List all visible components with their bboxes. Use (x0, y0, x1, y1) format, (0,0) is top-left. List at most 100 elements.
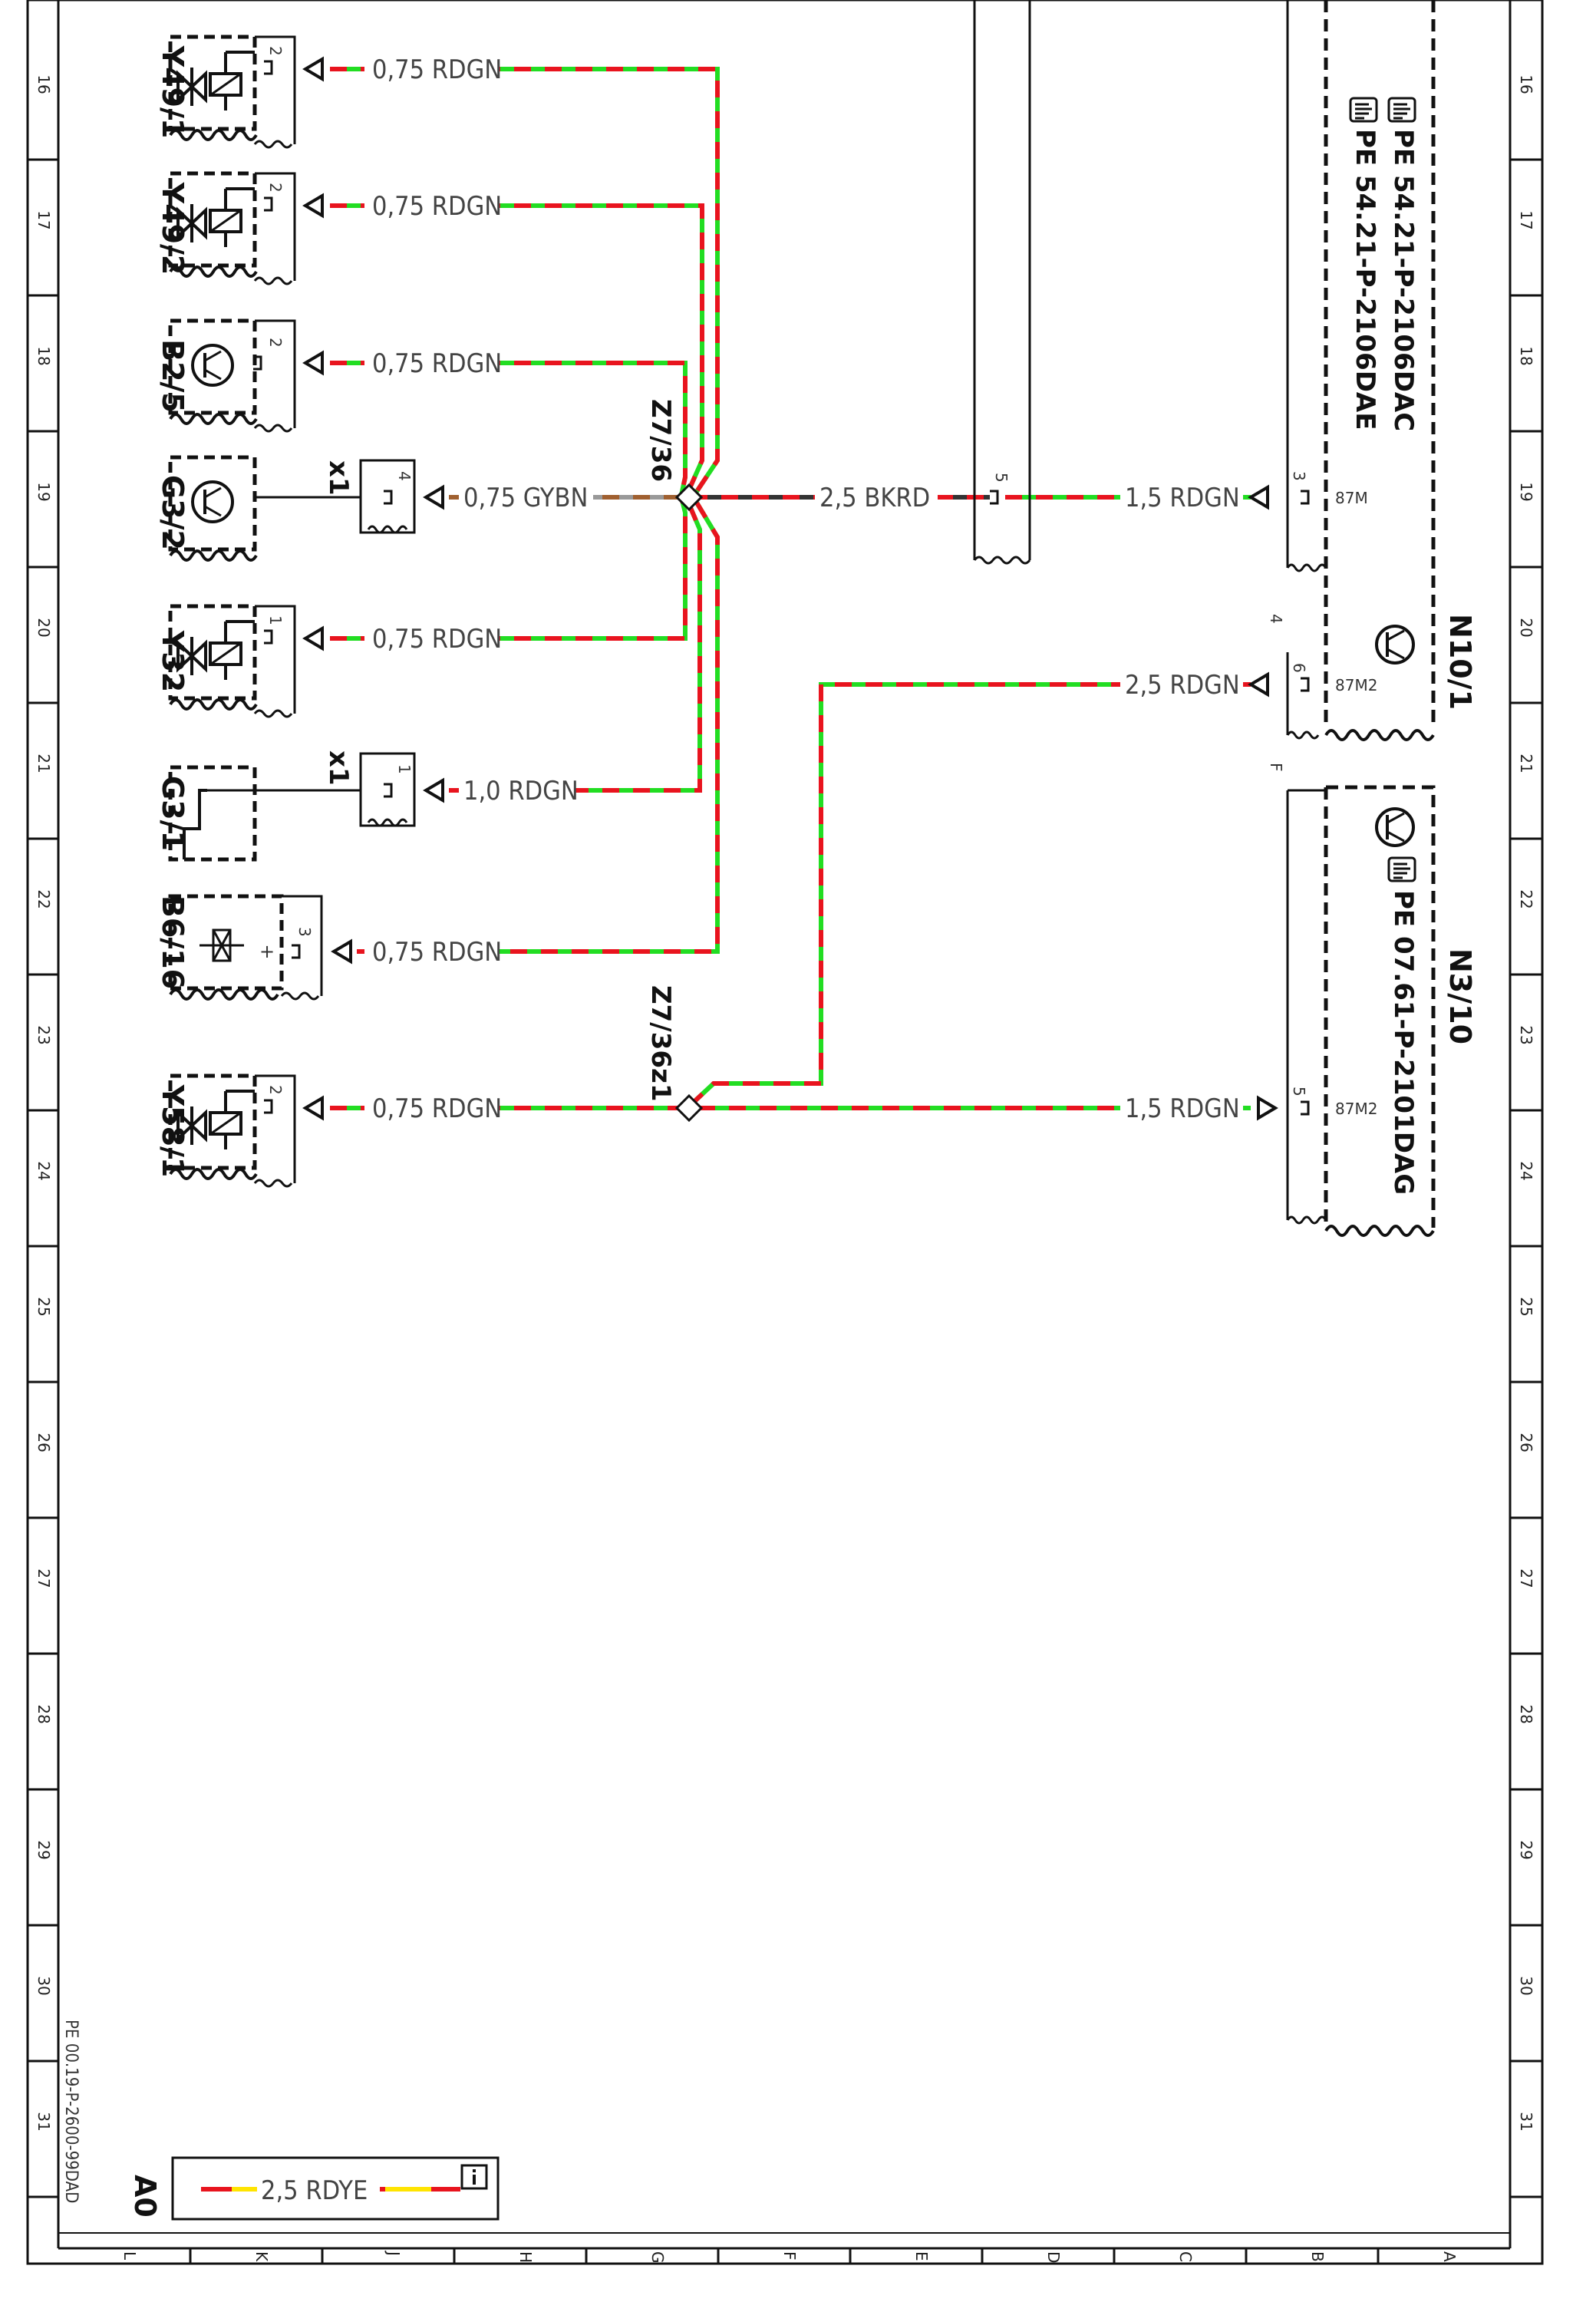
row-number: 27 (1517, 1568, 1535, 1588)
splice-z7-36z1[interactable]: Z7/36z1 (645, 985, 704, 1123)
row-number: 21 (35, 754, 53, 773)
row-number: 18 (1517, 346, 1535, 365)
row-number: 30 (35, 1976, 53, 1995)
component-label: B2/5 (156, 339, 190, 413)
component-b2-5[interactable]: B2/5 2 (156, 321, 324, 433)
wire-n10-b (688, 682, 1251, 1107)
component-label: Y32 (156, 630, 190, 692)
info-icon[interactable] (460, 2164, 488, 2190)
component-label: G3/1 (156, 776, 190, 851)
column-letter: D (1044, 2251, 1063, 2263)
wire-label-y32: 0,75 RDGN (372, 624, 502, 655)
row-number: 20 (1517, 618, 1535, 637)
splice-z7-36[interactable]: Z7/36 (645, 399, 704, 512)
row-number: 16 (1517, 74, 1535, 94)
pin-number: 3 (295, 927, 314, 937)
component-y49-2[interactable]: Y49/2 2 (156, 173, 324, 285)
column-letter: J (384, 2250, 403, 2256)
component-label: Y58/1 (156, 1084, 190, 1178)
document-reference[interactable]: PE 00.19-P-2600-99DAD (61, 2020, 81, 2203)
wire-label-n10-a: 1,5 RDGN (1125, 483, 1240, 513)
column-letter: K (252, 2251, 271, 2262)
component-label: Y49/1 (156, 45, 190, 139)
component-y32[interactable]: Y32 1 (156, 606, 324, 718)
sensor-icon (1375, 807, 1415, 847)
wire-label-bkrd: 2,5 BKRD (819, 483, 930, 513)
terminal-label: 87M2 (1335, 676, 1377, 694)
legend-a0: 2,5 RDYE A0 (128, 2156, 500, 2221)
connector-x1: 1 x1 (323, 750, 416, 827)
pin-number: 6 (1290, 663, 1308, 673)
row-number: 23 (35, 1025, 53, 1044)
pin-number: 5 (992, 473, 1011, 483)
wire-b6-16 (357, 497, 720, 954)
connector-triangle (304, 351, 324, 374)
wire-g3-1 (449, 497, 702, 793)
component-y49-1[interactable]: Y49/1 2 0,75 RDGN (156, 37, 502, 149)
wires (201, 67, 1251, 2192)
row-number: 22 (35, 889, 53, 909)
row-number: 28 (35, 1704, 53, 1723)
connector-triangle (1249, 486, 1269, 509)
connector-triangle (424, 486, 444, 509)
wire-label-y49-1: 0,75 RDGN (372, 54, 502, 85)
connector-bkrd[interactable]: 5 (973, 0, 1031, 565)
row-number: 17 (1517, 210, 1535, 229)
wire-label-b6-16: 0,75 RDGN (372, 937, 502, 968)
wire-y49-2 (330, 203, 704, 496)
wire-label-b2-5: 0,75 RDGN (372, 348, 502, 379)
connector-triangle (304, 194, 324, 217)
wire-b2-5 (330, 361, 688, 496)
wire-label-n3-10: 1,5 RDGN (1125, 1093, 1240, 1124)
pin-number: 1 (395, 764, 414, 774)
connector-x1: 4 x1 (323, 459, 416, 534)
connector-triangle (332, 940, 352, 963)
wire-label-g3-1: 1,0 RDGN (463, 776, 579, 806)
module-n10-1[interactable]: 3 87M 6 4 87M2 N10/1 PE 54.21-P-2106DAC … (1249, 0, 1477, 741)
splice-label: Z7/36z1 (645, 985, 676, 1102)
row-number: 17 (35, 210, 53, 229)
splice-label: Z7/36 (645, 399, 676, 482)
wire-label-n10-b: 2,5 RDGN (1125, 670, 1240, 701)
pin-number: 2 (266, 1085, 285, 1095)
pin-number: 2 (266, 46, 285, 56)
row-number: 19 (1517, 482, 1535, 501)
reference-link[interactable]: PE 07.61-P-2101DAG (1388, 890, 1419, 1195)
module-label: N3/10 (1443, 948, 1477, 1044)
module-n3-10[interactable]: F 5 87M2 N3/10 PE 07.61-P-2101DAG (1257, 763, 1477, 1237)
reference-link[interactable]: PE 54.21-P-2106DAC (1388, 129, 1419, 431)
column-letter: C (1176, 2251, 1195, 2262)
column-letter: B (1308, 2251, 1327, 2262)
row-number: 19 (35, 482, 53, 501)
component-label: G3/2 (156, 475, 190, 550)
row-number: 30 (1517, 1976, 1535, 1995)
component-g3-1[interactable]: G3/1 1 x1 (156, 750, 444, 862)
connector-triangle (424, 779, 444, 802)
column-letter: H (516, 2251, 535, 2263)
sensor-icon (1375, 625, 1415, 665)
component-y58-1[interactable]: Y58/1 2 (156, 1076, 324, 1188)
row-number: 31 (1517, 2112, 1535, 2131)
pin-number: F (1267, 763, 1285, 772)
row-number: 26 (1517, 1433, 1535, 1452)
row-number: 20 (35, 618, 53, 637)
connector-triangle (304, 58, 324, 81)
wire-label-y58-1: 0,75 RDGN (372, 1093, 502, 1124)
component-g3-2[interactable]: G3/2 4 x1 (156, 457, 444, 560)
connector-label: x1 (323, 460, 354, 496)
row-number: 25 (1517, 1297, 1535, 1316)
pointing-hand-icon (1387, 856, 1416, 882)
reference-link[interactable]: PE 54.21-P-2106DAE (1350, 129, 1380, 430)
row-number: 24 (1517, 1161, 1535, 1180)
component-b6-16[interactable]: B6/16 3 + (156, 894, 352, 1001)
pin-number: 1 (266, 615, 285, 625)
column-letter: F (780, 2251, 799, 2261)
wire-label-legend: 2,5 RDYE (261, 2175, 368, 2206)
connector-label: x1 (323, 750, 354, 786)
component-label: B6/16 (156, 895, 190, 989)
connector-triangle (1257, 1097, 1277, 1120)
row-number: 27 (35, 1568, 53, 1588)
legend-label: A0 (128, 2175, 162, 2218)
